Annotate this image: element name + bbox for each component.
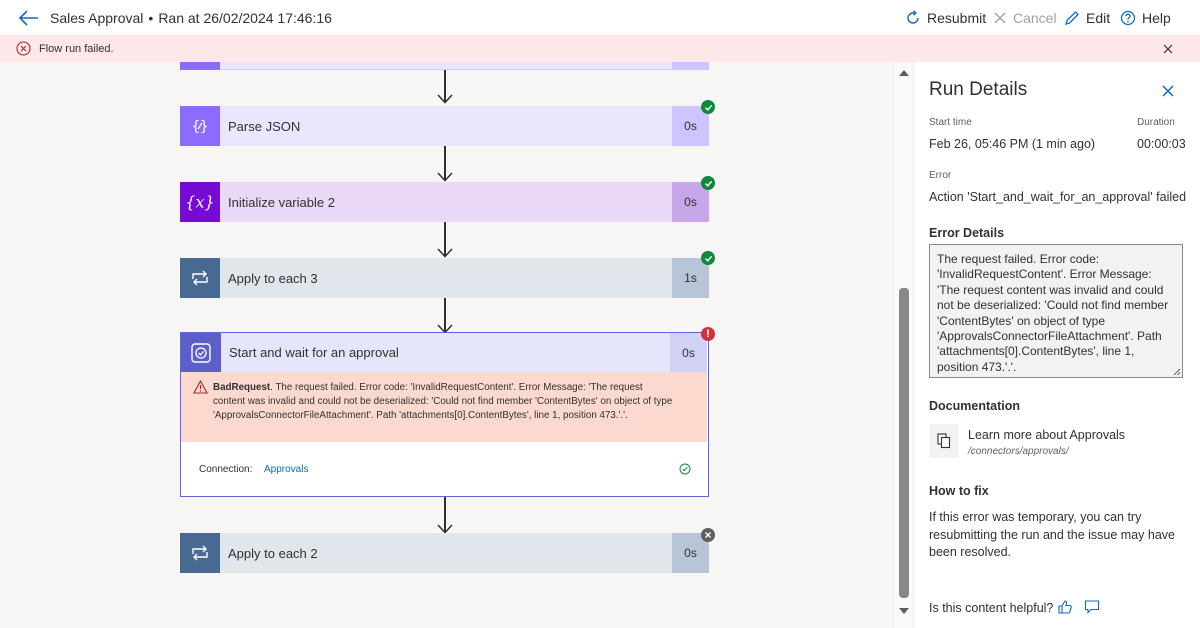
failed-status-icon: !	[701, 327, 715, 341]
panel-title: Run Details	[929, 79, 1028, 100]
connection-ok-icon	[679, 463, 691, 475]
resubmit-icon	[907, 10, 919, 24]
step-label: Apply to each 3	[228, 270, 318, 286]
success-check-icon	[701, 100, 715, 114]
step-start-and-wait-for-an-approval[interactable]: Start and wait for an approval 0s BadReq…	[180, 332, 709, 497]
scroll-up-arrow-icon[interactable]	[899, 70, 909, 76]
start-time-value: Feb 26, 05:46 PM (1 min ago)	[929, 137, 1096, 151]
close-panel-icon[interactable]	[1161, 84, 1175, 98]
resubmit-label: Resubmit	[927, 10, 987, 26]
connection-label: Connection:	[199, 464, 253, 475]
feedback-comment-icon[interactable]	[1084, 599, 1100, 615]
approval-icon	[181, 333, 221, 372]
step-label: Parse JSON	[228, 118, 301, 134]
step-label: Apply to each 2	[228, 545, 318, 561]
how-to-fix-heading: How to fix	[929, 484, 989, 498]
error-value: Action 'Start_and_wait_for_an_approval' …	[929, 190, 1187, 204]
thumbs-up-icon[interactable]	[1057, 599, 1073, 615]
error-details-textbox[interactable]: The request failed. Error code: 'Invalid…	[929, 244, 1183, 378]
resize-handle-icon[interactable]	[1172, 367, 1181, 376]
skipped-status-icon	[701, 528, 715, 542]
cancel-icon	[994, 12, 1006, 24]
resubmit-button[interactable]: Resubmit	[905, 8, 986, 28]
loop-icon	[180, 533, 220, 573]
step-duration: 0s	[672, 106, 709, 146]
approval-error-message: BadRequest. The request failed. Error co…	[181, 372, 707, 442]
banner-message: Flow run failed.	[39, 43, 114, 55]
documentation-link[interactable]: Learn more about Approvals	[968, 428, 1126, 442]
duration-label: Duration	[1137, 117, 1175, 128]
documentation-heading: Documentation	[929, 399, 1020, 413]
connection-link[interactable]: Approvals	[264, 464, 309, 475]
success-check-icon	[701, 176, 715, 190]
document-copy-icon	[929, 424, 959, 458]
svg-text:{x}: {x}	[185, 193, 214, 212]
feedback-question: Is this content helpful?	[929, 601, 1054, 615]
scrollbar-thumb[interactable]	[899, 288, 909, 598]
help-icon	[1120, 10, 1136, 26]
error-label: Error	[929, 170, 952, 181]
banner-close-icon[interactable]	[1161, 42, 1175, 56]
parse-json-icon: {}	[180, 106, 220, 146]
error-circle-icon	[16, 41, 31, 56]
error-details-text: The request failed. Error code: 'Invalid…	[937, 252, 1169, 374]
connector-arrow	[435, 70, 455, 104]
connector-arrow	[435, 146, 455, 182]
step-label: Initialize variable 2	[228, 194, 335, 210]
step-apply-to-each-2[interactable]: Apply to each 2 0s	[180, 533, 709, 573]
canvas-scrollbar[interactable]	[895, 62, 913, 628]
approval-step-header[interactable]: Start and wait for an approval 0s	[181, 333, 707, 372]
help-label: Help	[1142, 10, 1171, 26]
warning-icon	[193, 380, 208, 394]
scroll-down-arrow-icon[interactable]	[899, 608, 909, 614]
step-apply-to-each-3[interactable]: Apply to each 3 1s	[180, 258, 709, 298]
cancel-button[interactable]: Cancel	[993, 8, 1057, 28]
loop-icon	[180, 258, 220, 298]
step-label: Start and wait for an approval	[229, 345, 399, 360]
run-info: Ran at 26/02/2024 17:46:16	[158, 10, 332, 26]
step-initialize-variable-2[interactable]: {x} Initialize variable 2 0s	[180, 182, 709, 222]
page-title: Sales Approval•Ran at 26/02/2024 17:46:1…	[50, 10, 332, 26]
cancel-label: Cancel	[1013, 10, 1057, 26]
error-text: BadRequest. The request failed. Error co…	[213, 381, 673, 423]
command-bar: Sales Approval•Ran at 26/02/2024 17:46:1…	[0, 0, 1200, 36]
step-duration: 0s	[672, 182, 709, 222]
back-arrow-icon[interactable]	[18, 8, 40, 28]
connector-arrow	[435, 298, 455, 334]
error-details-heading: Error Details	[929, 226, 1005, 240]
title-separator: •	[148, 10, 154, 26]
previous-step-stub[interactable]	[180, 62, 709, 70]
start-time-label: Start time	[929, 117, 972, 128]
run-details-panel: Run Details Start time Duration Feb 26, …	[913, 62, 1200, 628]
flow-name: Sales Approval	[50, 10, 144, 26]
variable-icon: {x}	[180, 182, 220, 222]
connector-arrow	[435, 497, 455, 534]
step-duration: 1s	[672, 258, 709, 298]
error-body: . The request failed. Error code: 'Inval…	[213, 382, 673, 421]
connector-arrow	[435, 222, 455, 258]
edit-button[interactable]: Edit	[1064, 8, 1110, 28]
documentation-path: /connectors/approvals/	[968, 446, 1069, 457]
edit-label: Edit	[1086, 10, 1111, 26]
how-to-fix-text: If this error was temporary, you can try…	[929, 510, 1175, 559]
duration-value: 00:00:03	[1137, 137, 1186, 151]
error-banner: Flow run failed.	[0, 36, 1200, 62]
step-parse-json[interactable]: {} Parse JSON 0s	[180, 106, 709, 146]
success-check-icon	[701, 251, 715, 265]
edit-icon	[1065, 11, 1079, 25]
help-button[interactable]: Help	[1120, 8, 1171, 28]
step-duration: 0s	[670, 333, 707, 372]
error-code: BadRequest	[213, 382, 271, 393]
